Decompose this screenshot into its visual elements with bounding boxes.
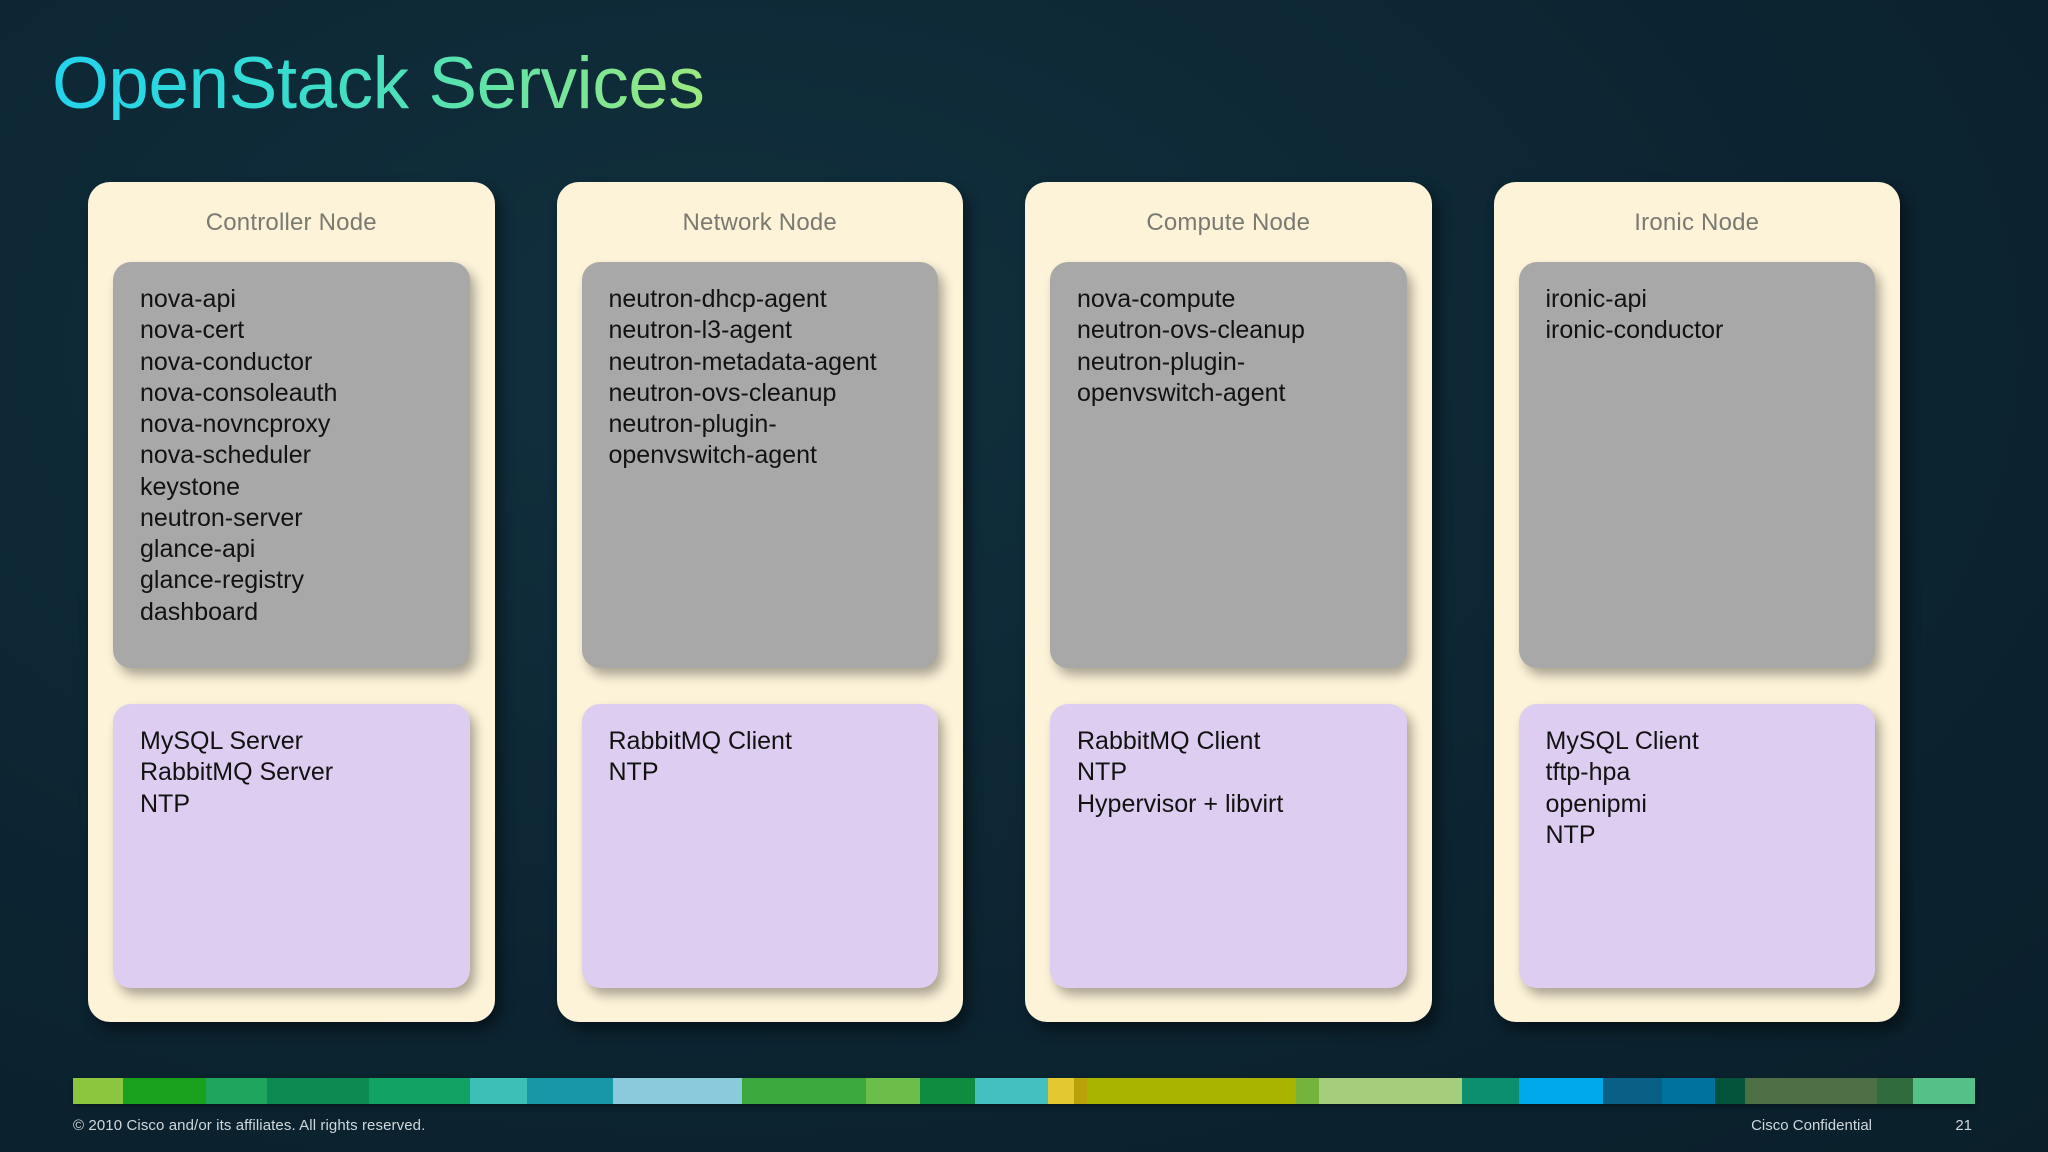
footer-copyright: © 2010 Cisco and/or its affiliates. All … bbox=[73, 1117, 426, 1134]
color-bar-segment bbox=[1745, 1078, 1878, 1104]
color-bar-segment bbox=[1047, 1078, 1074, 1104]
support-list-ironic: MySQL Client tftp-hpa openipmi NTP bbox=[1545, 727, 1699, 849]
color-bar-segment bbox=[1602, 1078, 1663, 1104]
support-box-compute: RabbitMQ Client NTP Hypervisor + libvirt bbox=[1050, 704, 1407, 988]
color-bar-segment bbox=[920, 1078, 976, 1104]
support-list-compute: RabbitMQ Client NTP Hypervisor + libvirt bbox=[1077, 727, 1284, 818]
color-bar-segment bbox=[73, 1078, 124, 1104]
services-list-ironic: ironic-api ironic-conductor bbox=[1545, 285, 1724, 345]
services-list-compute: nova-compute neutron-ovs-cleanup neutron… bbox=[1077, 285, 1305, 407]
services-box-ironic: ironic-api ironic-conductor bbox=[1518, 262, 1875, 668]
brand-color-bar bbox=[73, 1078, 1975, 1104]
color-bar-segment bbox=[866, 1078, 921, 1104]
color-bar-segment bbox=[975, 1078, 1048, 1104]
services-box-network: neutron-dhcp-agent neutron-l3-agent neut… bbox=[581, 262, 938, 668]
footer-page-number: 21 bbox=[1955, 1117, 1972, 1134]
color-bar-segment bbox=[1462, 1078, 1520, 1104]
node-panel-compute: Compute Node nova-compute neutron-ovs-cl… bbox=[1025, 182, 1432, 1022]
node-panel-controller: Controller Node nova-api nova-cert nova-… bbox=[88, 182, 495, 1022]
node-panel-network: Network Node neutron-dhcp-agent neutron-… bbox=[556, 182, 963, 1022]
color-bar-segment bbox=[1295, 1078, 1319, 1104]
color-bar-segment bbox=[612, 1078, 743, 1104]
color-bar-segment bbox=[1662, 1078, 1715, 1104]
color-bar-segment bbox=[470, 1078, 528, 1104]
services-box-compute: nova-compute neutron-ovs-cleanup neutron… bbox=[1050, 262, 1407, 668]
support-list-controller: MySQL Server RabbitMQ Server NTP bbox=[140, 727, 334, 818]
page-title: OpenStack Services bbox=[52, 43, 705, 124]
support-box-controller: MySQL Server RabbitMQ Server NTP bbox=[113, 704, 470, 988]
node-panels: Controller Node nova-api nova-cert nova-… bbox=[88, 182, 1900, 1022]
color-bar-segment bbox=[123, 1078, 206, 1104]
panel-title-network: Network Node bbox=[682, 209, 837, 236]
color-bar-segment bbox=[1519, 1078, 1603, 1104]
panel-title-compute: Compute Node bbox=[1146, 209, 1311, 236]
color-bar-segment bbox=[205, 1078, 268, 1104]
footer-confidential-label: Cisco Confidential bbox=[1751, 1117, 1872, 1134]
color-bar-segment bbox=[369, 1078, 471, 1104]
color-bar-segment bbox=[527, 1078, 613, 1104]
panel-title-controller: Controller Node bbox=[205, 209, 377, 236]
color-bar-segment bbox=[1877, 1078, 1914, 1104]
color-bar-segment bbox=[742, 1078, 867, 1104]
color-bar-segment bbox=[1318, 1078, 1463, 1104]
services-list-controller: nova-api nova-cert nova-conductor nova-c… bbox=[140, 285, 338, 626]
services-box-controller: nova-api nova-cert nova-conductor nova-c… bbox=[113, 262, 470, 668]
node-panel-ironic: Ironic Node ironic-api ironic-conductor … bbox=[1493, 182, 1900, 1022]
color-bar-segment bbox=[267, 1078, 370, 1104]
services-list-network: neutron-dhcp-agent neutron-l3-agent neut… bbox=[608, 285, 877, 470]
support-box-network: RabbitMQ Client NTP bbox=[581, 704, 938, 988]
color-bar-segment bbox=[1073, 1078, 1087, 1104]
color-bar-segment bbox=[1714, 1078, 1746, 1104]
color-bar-segment bbox=[1087, 1078, 1296, 1104]
support-list-network: RabbitMQ Client NTP bbox=[608, 727, 792, 787]
support-box-ironic: MySQL Client tftp-hpa openipmi NTP bbox=[1518, 704, 1875, 988]
panel-title-ironic: Ironic Node bbox=[1634, 209, 1760, 236]
color-bar-segment bbox=[1913, 1078, 1975, 1104]
